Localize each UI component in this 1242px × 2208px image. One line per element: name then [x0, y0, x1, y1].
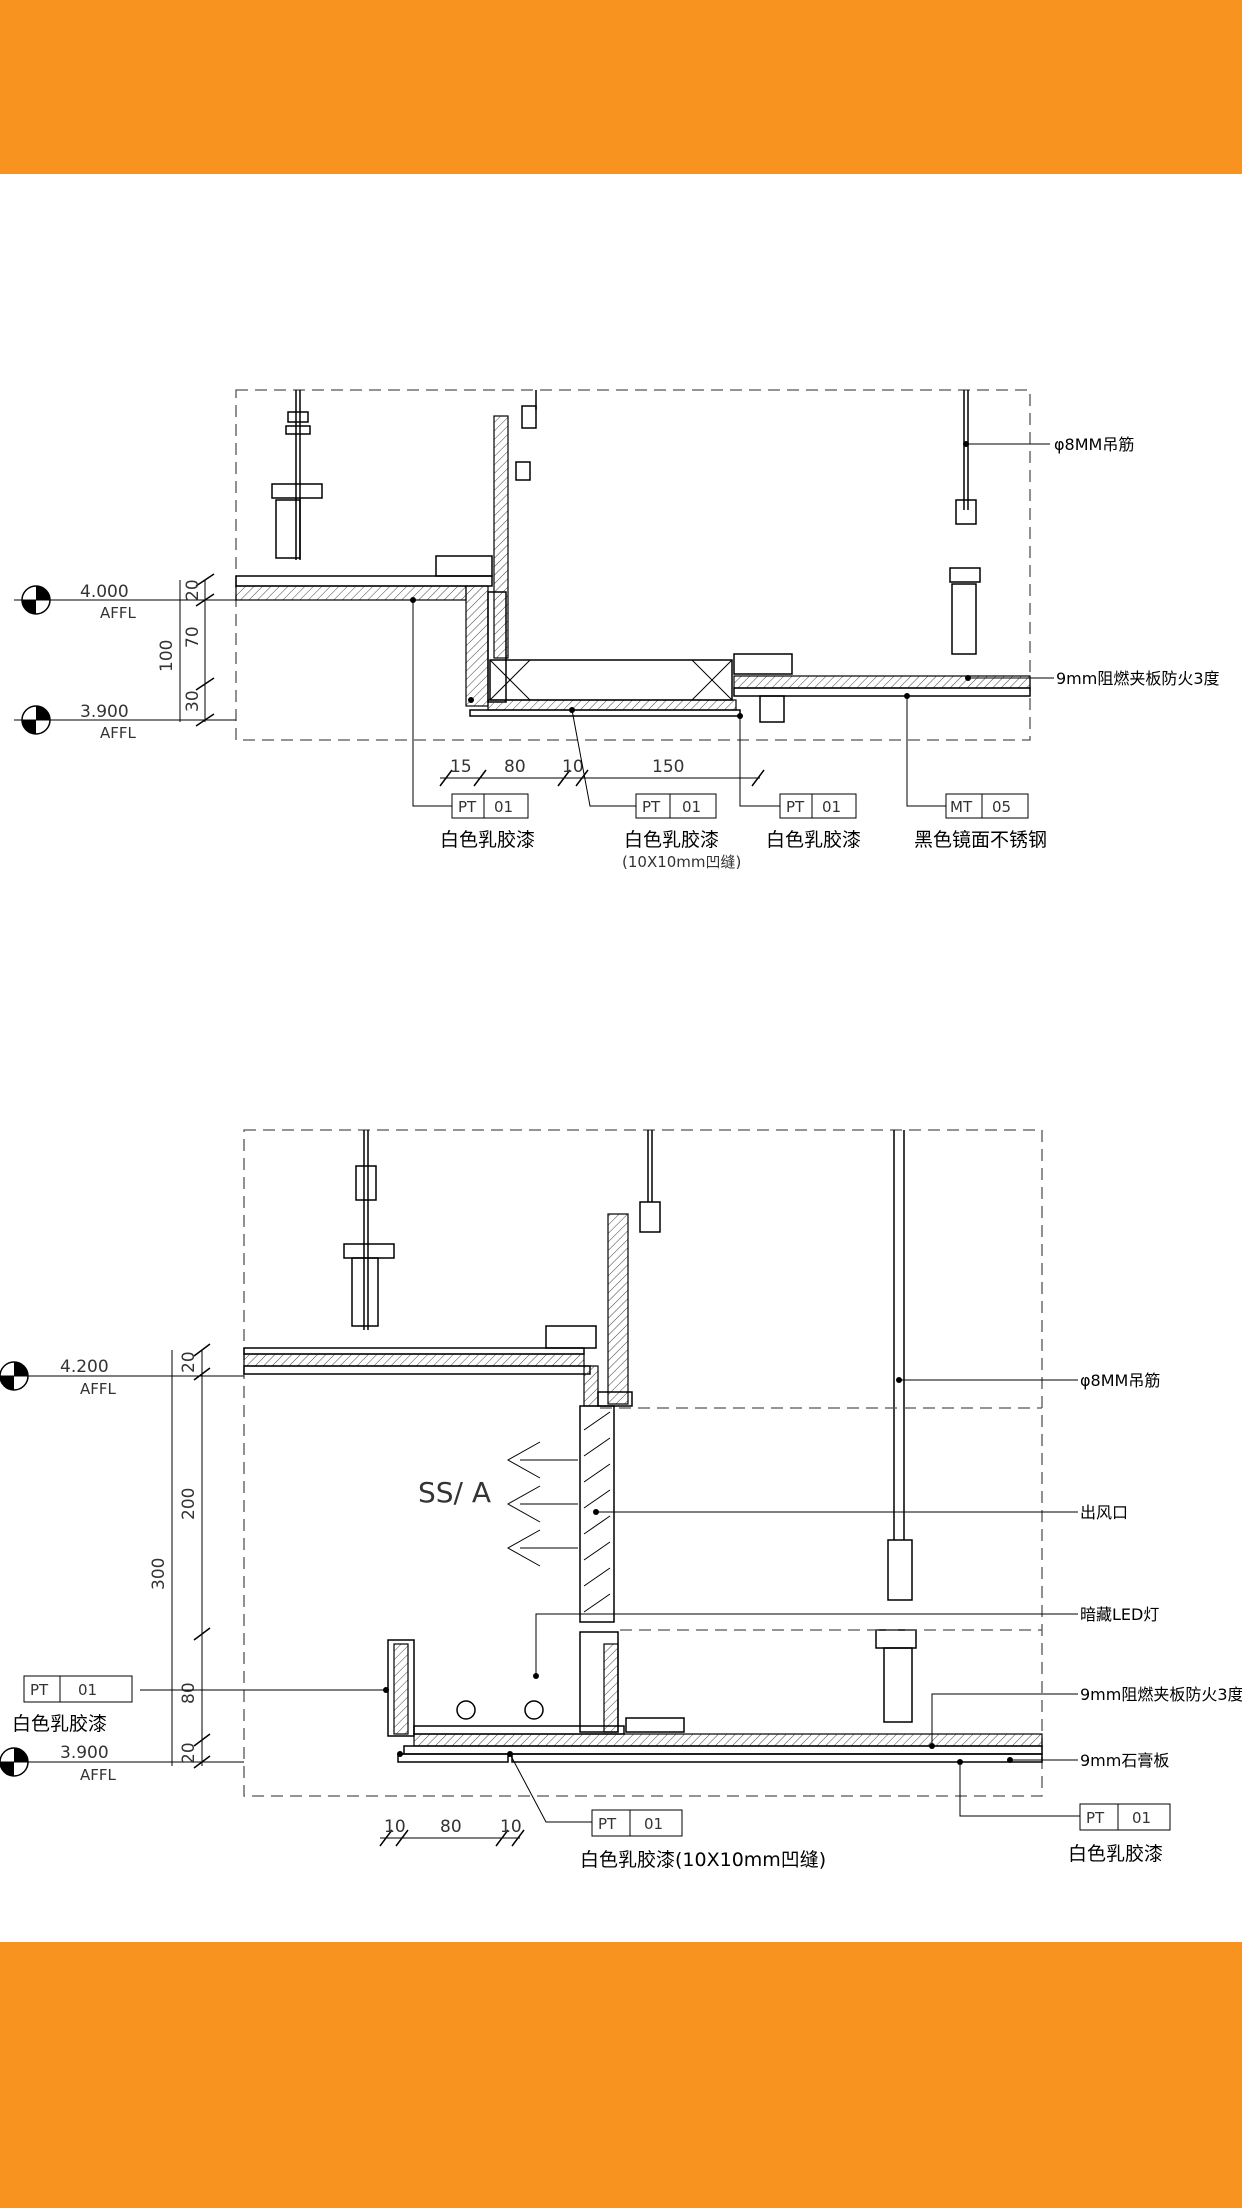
- tag-leaders-1: [412, 443, 1054, 807]
- svg-text:01: 01: [494, 798, 513, 816]
- svg-text:白色乳胶漆: 白色乳胶漆: [766, 829, 861, 851]
- dim-150: 150: [652, 757, 684, 777]
- detail-2: 4.200 AFFL 3.900 AFFL 20 200 300 80 20: [0, 1129, 1242, 1871]
- svg-text:01: 01: [78, 1681, 97, 1699]
- hanger-right-2: [875, 1130, 917, 1723]
- svg-text:05: 05: [992, 798, 1011, 816]
- svg-text:20: 20: [179, 1742, 199, 1764]
- svg-text:80: 80: [179, 1682, 199, 1704]
- dim-30: 30: [183, 690, 203, 712]
- level-marker-3900: 3.900 AFFL: [0, 1743, 244, 1784]
- svg-text:黑色镜面不锈钢: 黑色镜面不锈钢: [914, 829, 1047, 851]
- svg-text:10: 10: [500, 1817, 522, 1837]
- svg-text:20: 20: [179, 1351, 199, 1373]
- callout-board: 9mm阻燃夹板防火3度: [1056, 669, 1220, 688]
- dim-20: 20: [183, 579, 203, 601]
- svg-text:PT: PT: [30, 1681, 49, 1699]
- dim-15: 15: [450, 757, 472, 777]
- svg-text:PT: PT: [642, 798, 661, 816]
- vertical-dimensions: 20 70 30 100: [157, 573, 215, 727]
- detail-1-boundary: [235, 389, 1031, 741]
- svg-text:暗藏LED灯: 暗藏LED灯: [1080, 1605, 1159, 1624]
- horizontal-dimensions-2: 10 80 10: [379, 1817, 525, 1847]
- svg-text:PT: PT: [598, 1815, 617, 1833]
- ceiling-section-2: [243, 1325, 1043, 1765]
- callout-rod: φ8MM吊筋: [1054, 435, 1134, 454]
- affl-label: AFFL: [100, 604, 137, 622]
- level-value: 4.000: [80, 582, 129, 602]
- dim-100: 100: [157, 640, 177, 672]
- hanger-center-2: [607, 1130, 661, 1405]
- material-tag: PT 01 白色乳胶漆(10X10mm凹缝): [580, 1809, 826, 1871]
- svg-text:MT: MT: [950, 798, 973, 816]
- material-tag: PT 01 白色乳胶漆 (10X10mm凹缝): [622, 793, 741, 871]
- hanger-left: [271, 390, 323, 560]
- bottom-orange-band: [0, 1942, 1242, 2208]
- svg-text:(10X10mm凹缝): (10X10mm凹缝): [622, 853, 741, 871]
- svg-text:φ8MM吊筋: φ8MM吊筋: [1080, 1371, 1160, 1390]
- top-orange-band: [0, 0, 1242, 174]
- material-tag: PT 01 白色乳胶漆: [766, 793, 861, 851]
- dim-10: 10: [562, 757, 584, 777]
- dim-70: 70: [183, 626, 203, 648]
- svg-text:200: 200: [179, 1488, 199, 1520]
- svg-text:AFFL: AFFL: [80, 1380, 117, 1398]
- svg-text:PT: PT: [458, 798, 477, 816]
- svg-text:白色乳胶漆(10X10mm凹缝): 白色乳胶漆(10X10mm凹缝): [580, 1849, 826, 1871]
- hanger-left-2: [343, 1130, 395, 1330]
- svg-text:10: 10: [384, 1817, 406, 1837]
- svg-text:01: 01: [1132, 1809, 1151, 1827]
- material-tag: PT 01 白色乳胶漆: [440, 793, 535, 851]
- ceiling-detail-drawing: 4.000 AFFL 3.900 AFFL 20 70 30 100: [0, 389, 1242, 1871]
- svg-text:白色乳胶漆: 白色乳胶漆: [12, 1713, 107, 1735]
- material-tag: PT 01 白色乳胶漆: [1068, 1803, 1171, 1865]
- svg-text:PT: PT: [786, 798, 805, 816]
- material-tag: PT 01 白色乳胶漆: [12, 1675, 133, 1735]
- ceiling-section-1: [235, 555, 1031, 723]
- svg-text:80: 80: [440, 1817, 462, 1837]
- detail-1: 4.000 AFFL 3.900 AFFL 20 70 30 100: [14, 389, 1220, 871]
- svg-text:4.200: 4.200: [60, 1357, 109, 1377]
- dim-80: 80: [504, 757, 526, 777]
- svg-text:9mm石膏板: 9mm石膏板: [1080, 1751, 1169, 1770]
- svg-text:01: 01: [822, 798, 841, 816]
- level-marker-3900: 3.900 AFFL: [14, 702, 236, 742]
- level-marker-4000: 4.000 AFFL: [14, 582, 236, 622]
- svg-text:白色乳胶漆: 白色乳胶漆: [624, 829, 719, 851]
- level-value: 3.900: [80, 702, 129, 722]
- svg-text:9mm阻燃夹板防火3度: 9mm阻燃夹板防火3度: [1080, 1685, 1242, 1704]
- detail-2-boundary: [243, 1129, 1043, 1797]
- svg-text:白色乳胶漆: 白色乳胶漆: [440, 829, 535, 851]
- svg-text:AFFL: AFFL: [80, 1766, 117, 1784]
- hanger-center: [493, 390, 537, 659]
- svg-text:01: 01: [682, 798, 701, 816]
- horizontal-dimensions: 15 80 10 150: [439, 757, 765, 787]
- svg-text:01: 01: [644, 1815, 663, 1833]
- vertical-dimensions-2: 20 200 300 80 20: [149, 1343, 211, 1769]
- level-marker-4200: 4.200 AFFL: [0, 1357, 244, 1398]
- hanger-right: [949, 390, 981, 655]
- svg-text:出风口: 出风口: [1080, 1503, 1128, 1522]
- callout-leaders-2: [140, 1379, 1080, 1823]
- svg-text:3.900: 3.900: [60, 1743, 109, 1763]
- svg-text:PT: PT: [1086, 1809, 1105, 1827]
- supply-air-label: SS/ A: [418, 1476, 491, 1509]
- material-tag: MT 05 黑色镜面不锈钢: [914, 793, 1047, 851]
- svg-text:300: 300: [149, 1558, 169, 1590]
- affl-label: AFFL: [100, 724, 137, 742]
- svg-text:白色乳胶漆: 白色乳胶漆: [1068, 1843, 1163, 1865]
- air-arrow-icons: [506, 1441, 578, 1567]
